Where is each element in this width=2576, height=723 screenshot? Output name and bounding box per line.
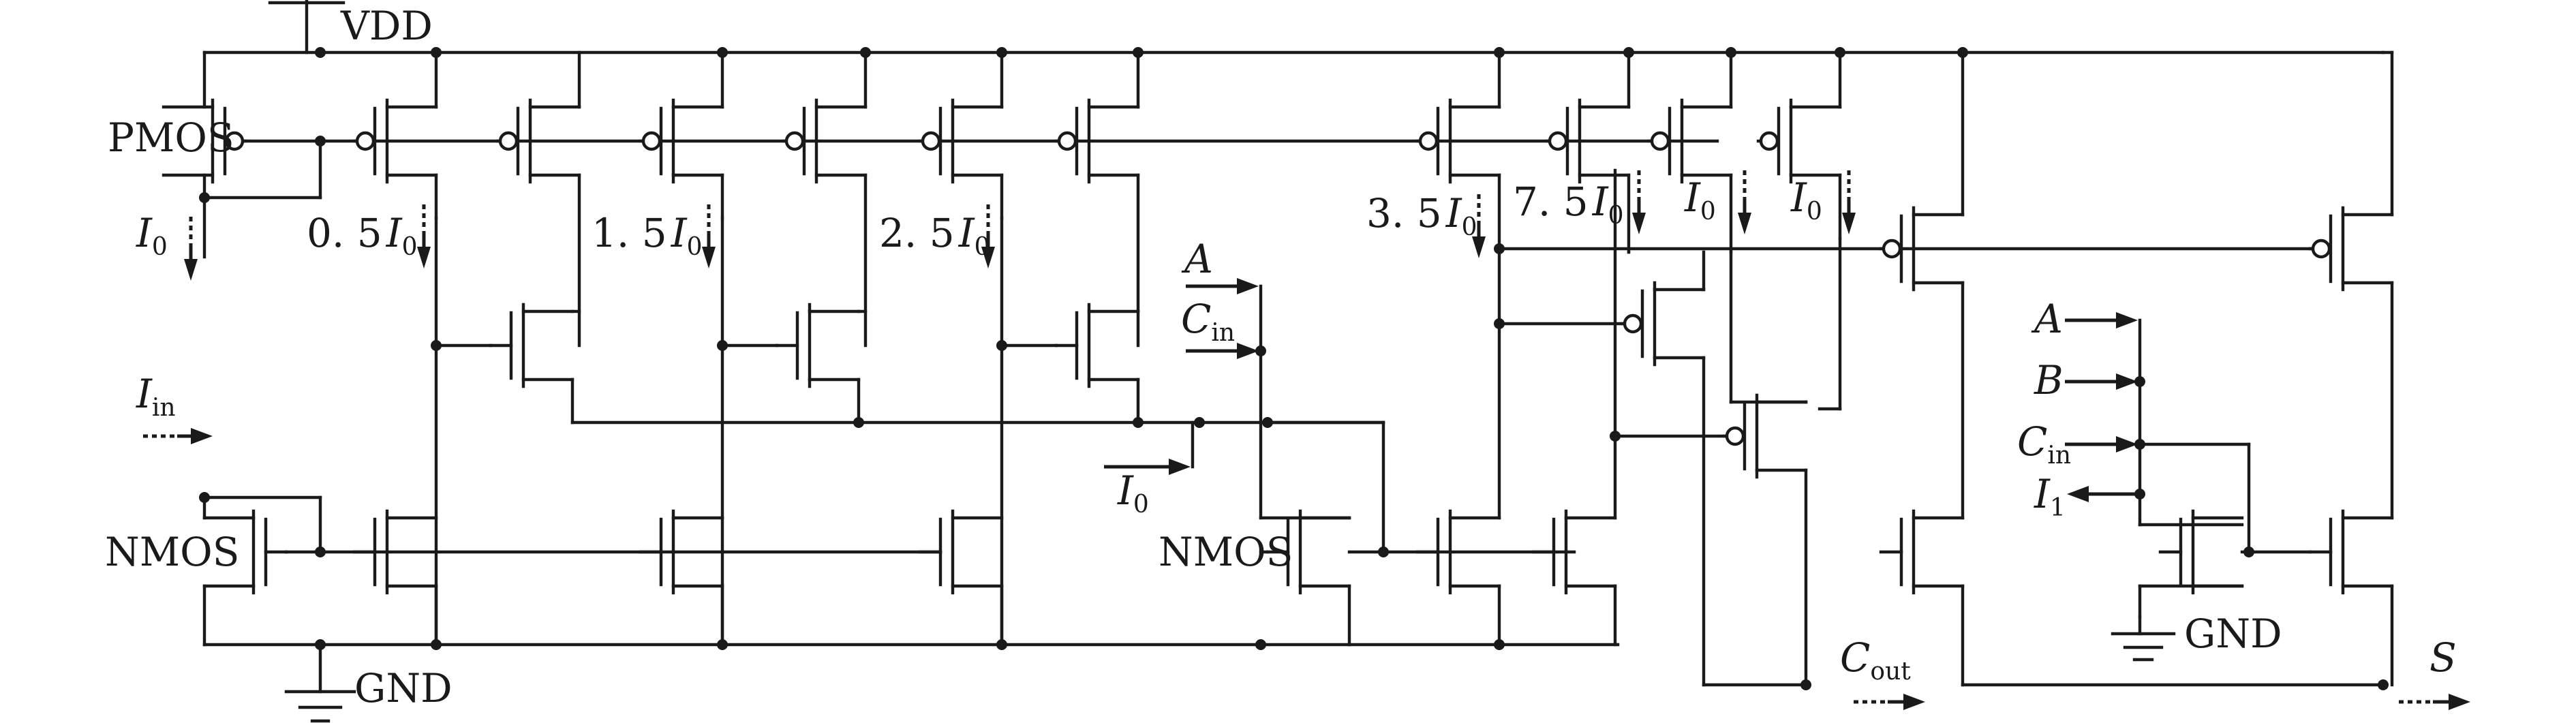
signal-s: S: [2429, 634, 2457, 681]
signal-cin-right: Cin: [2017, 418, 2071, 470]
gnd-label-right: GND: [2184, 611, 2282, 657]
nmos-label-left: NMOS: [105, 529, 239, 575]
current-iin: Iin: [136, 371, 176, 422]
pmos-reference: [164, 50, 245, 259]
signal-cin-mid: Cin: [1181, 296, 1235, 347]
nmos-label-mid: NMOS: [1159, 529, 1293, 575]
pmos-label: PMOS: [108, 114, 234, 161]
current-i0-ref: I0: [136, 210, 168, 261]
current-i1: I1: [2034, 471, 2066, 522]
signal-b-right: B: [2034, 357, 2064, 403]
vdd-label: VDD: [340, 3, 433, 49]
gnd-label: GND: [354, 665, 453, 711]
signal-a-right: A: [2031, 296, 2063, 342]
current-i0-input: I0: [1117, 467, 1149, 519]
current-i0-a: I0: [1684, 174, 1716, 226]
signal-cout: Cout: [1840, 634, 1911, 686]
signal-a-mid: A: [1181, 236, 1213, 282]
current-i0-b: I0: [1790, 174, 1822, 226]
